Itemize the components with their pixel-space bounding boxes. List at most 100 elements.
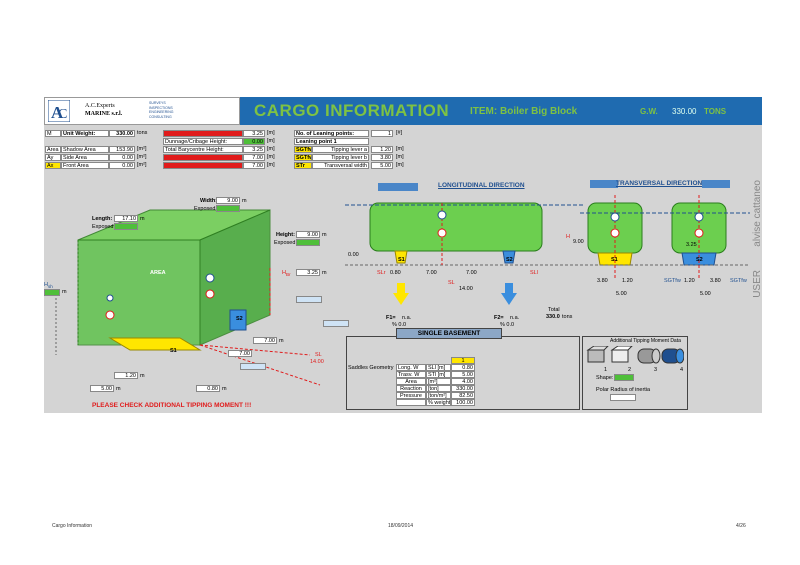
area-value[interactable]: 153.90 bbox=[109, 146, 135, 153]
company-name-line2: MARINE s.r.l. bbox=[85, 111, 123, 117]
long-sl-total: 14.00 bbox=[459, 286, 473, 292]
sg-value-2[interactable]: 7.00 bbox=[228, 350, 252, 357]
bas-row-value[interactable]: 330.00 bbox=[451, 385, 475, 392]
width-exposed: Exposed bbox=[194, 206, 216, 212]
length-unit: m bbox=[140, 216, 145, 222]
width-unit: m bbox=[242, 198, 247, 204]
shape-num: 4 bbox=[680, 367, 684, 373]
trans-width-value[interactable]: 5.00 bbox=[371, 162, 393, 169]
leaning-value[interactable]: 1 bbox=[371, 130, 393, 137]
m-key: M bbox=[45, 130, 61, 137]
long-v3: 7.00 bbox=[466, 270, 477, 276]
sg-value[interactable]: 7.00 bbox=[253, 337, 277, 344]
trans-s2: S2 bbox=[696, 257, 703, 263]
bas-row-value[interactable]: 5.00 bbox=[451, 371, 475, 378]
sl-box[interactable] bbox=[240, 363, 266, 370]
trans-a1: 3.80 bbox=[597, 278, 608, 284]
ay-value[interactable]: 0.00 bbox=[109, 154, 135, 161]
bas-row-value[interactable]: 82.50 bbox=[451, 392, 475, 399]
lever-b-value[interactable]: 3.80 bbox=[371, 154, 393, 161]
long-s1: S1 bbox=[398, 257, 405, 263]
total-height-value[interactable]: 3.25 bbox=[243, 146, 265, 153]
trans-sgtfw: SGTfw bbox=[664, 278, 681, 284]
total-height-label: Total Barycentre Height: bbox=[163, 146, 243, 153]
h2-unit: [m] bbox=[267, 154, 275, 160]
b3-value[interactable]: 0.80 bbox=[196, 385, 220, 392]
height-label: Height: bbox=[276, 232, 295, 238]
h2-value[interactable]: 7.00 bbox=[243, 154, 265, 161]
weight-unit: tons bbox=[137, 130, 148, 136]
ay-key: Ay bbox=[45, 154, 61, 161]
ay-unit: [m²] bbox=[137, 154, 147, 160]
cylinder-shape-icon bbox=[637, 348, 661, 364]
width-value[interactable]: 9.00 bbox=[216, 197, 240, 204]
h1-value[interactable]: 3.25 bbox=[243, 130, 265, 137]
lever-a-value[interactable]: 1.20 bbox=[371, 146, 393, 153]
shape-icons[interactable] bbox=[586, 346, 684, 366]
f1-label: F1= bbox=[386, 315, 396, 321]
length-exposed-box[interactable] bbox=[114, 223, 138, 230]
total-label: Total bbox=[548, 307, 560, 313]
gw-value: 330.00 bbox=[672, 107, 697, 116]
basement-title: SINGLE BASEMENT bbox=[396, 328, 502, 339]
shape-num: 2 bbox=[628, 367, 632, 373]
long-hsh-value: 0.00 bbox=[348, 252, 359, 258]
leaning-label: No. of Leaning points: bbox=[294, 130, 369, 137]
bas-row-value[interactable]: 4.00 bbox=[451, 378, 475, 385]
b1-value[interactable]: 1.20 bbox=[114, 372, 138, 379]
sgtfw-box[interactable] bbox=[323, 320, 349, 327]
trans-s1: S1 bbox=[611, 257, 618, 263]
s1-label: S1 bbox=[170, 348, 177, 354]
tipping-title: Additional Tipping Moment Data bbox=[610, 338, 681, 344]
shape-select[interactable] bbox=[614, 374, 634, 381]
polar-input[interactable] bbox=[610, 394, 636, 401]
length-value[interactable]: 17.10 bbox=[114, 215, 138, 222]
bas-row-name: Pressure bbox=[396, 392, 426, 399]
transversal-arrow-left-icon bbox=[590, 180, 618, 188]
trans-width-unit: [m] bbox=[396, 162, 404, 168]
author-vertical: alvise cattaneo bbox=[752, 180, 763, 247]
service-item: INSPECTIONS bbox=[149, 105, 173, 110]
dunnage-value[interactable]: 0.00 bbox=[243, 138, 265, 145]
st-box[interactable] bbox=[296, 296, 322, 303]
footer-page: 4/26 bbox=[736, 523, 746, 529]
ax-unit: [m²] bbox=[137, 162, 147, 168]
bas-row-value[interactable]: 100.00 bbox=[451, 399, 475, 406]
width-exposed-box[interactable] bbox=[216, 205, 240, 212]
b2-unit: m bbox=[116, 386, 121, 392]
bas-row-value[interactable]: 0.80 bbox=[451, 364, 475, 371]
sl-value: 14.00 bbox=[310, 359, 324, 365]
hbr-unit: m bbox=[322, 270, 327, 276]
bas-row-unit: [ton/m²] bbox=[426, 392, 451, 399]
footer-date: 18/09/2014 bbox=[388, 523, 414, 529]
height-exposed-box[interactable] bbox=[296, 239, 320, 246]
page-title: CARGO INFORMATION bbox=[254, 101, 450, 120]
hsh-box[interactable] bbox=[44, 289, 60, 296]
f2-value: n.a. bbox=[510, 315, 520, 321]
long-sl-right: SLl bbox=[530, 270, 538, 276]
h3-value[interactable]: 7.00 bbox=[243, 162, 265, 169]
hbr-value[interactable]: 3.25 bbox=[296, 269, 320, 276]
longitudinal-title: LONGITUDINAL DIRECTION bbox=[438, 182, 525, 189]
weight-label: Unit Weight: bbox=[61, 130, 109, 137]
lever-a-key: SGTfw bbox=[294, 146, 312, 153]
ax-value[interactable]: 0.00 bbox=[109, 162, 135, 169]
b1-unit: m bbox=[140, 373, 145, 379]
weight-value[interactable]: 330.00 bbox=[109, 130, 135, 137]
s2-label: S2 bbox=[236, 316, 243, 322]
b2-value[interactable]: 5.00 bbox=[90, 385, 114, 392]
trans-width-key: STr bbox=[294, 162, 312, 169]
tipping-warning: PLEASE CHECK ADDITIONAL TIPPING MOMENT !… bbox=[92, 402, 252, 409]
longitudinal-diagram bbox=[345, 202, 585, 305]
h3-unit: [m] bbox=[267, 162, 275, 168]
lever-b-key: SGTfw bbox=[294, 154, 312, 161]
height-value[interactable]: 9.00 bbox=[296, 231, 320, 238]
f1-pct: % 0.0 bbox=[392, 322, 407, 328]
shape-label: Shape: bbox=[596, 375, 614, 381]
f2-label: F2= bbox=[494, 315, 504, 321]
hsh-label: Hsh bbox=[44, 282, 53, 290]
transversal-title: TRANSVERSAL DIRECTION bbox=[616, 180, 703, 187]
bas-row-unit: % weight bbox=[426, 399, 451, 406]
sg-unit: m bbox=[279, 338, 284, 344]
long-h-label: H bbox=[566, 234, 570, 240]
